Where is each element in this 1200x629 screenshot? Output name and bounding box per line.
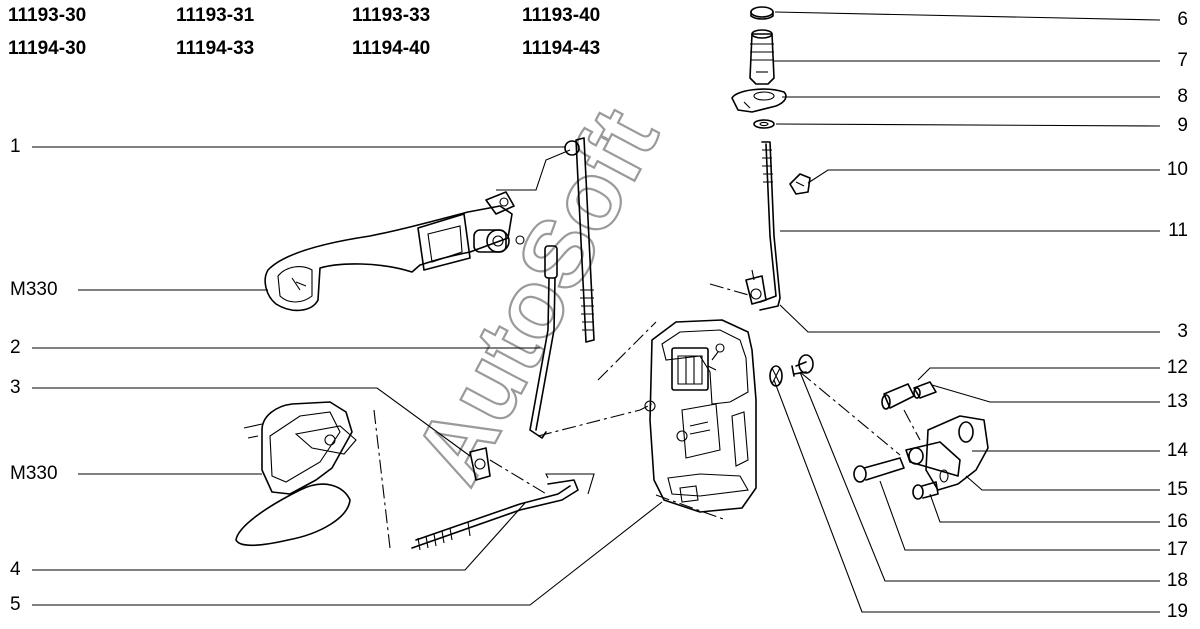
lock-knob — [749, 29, 775, 85]
callout-label: M330 — [10, 279, 58, 300]
inside-door-handle — [235, 401, 357, 547]
rod-clip-3 — [469, 447, 491, 481]
rod-clip-3-right — [745, 269, 767, 305]
leader-lines-left — [32, 146, 663, 606]
outside-door-handle — [264, 149, 571, 312]
knob-escutcheon — [731, 88, 787, 113]
callout-label: 3 — [1177, 321, 1188, 342]
model-code: 11193-33 — [352, 5, 431, 26]
screw-18 — [791, 354, 814, 377]
callout-label: 3 — [10, 377, 21, 398]
lock-body — [644, 319, 757, 513]
callout-label: 14 — [1166, 440, 1188, 461]
dashed-assembly-lines — [373, 283, 921, 549]
callout-label: 5 — [10, 594, 21, 615]
lock-knob-cap — [750, 6, 774, 20]
callout-label: M330 — [10, 463, 58, 484]
callout-label: 8 — [1177, 86, 1188, 107]
screw-16 — [912, 481, 939, 500]
callout-label: 17 — [1166, 539, 1188, 560]
leader-lines-right — [773, 11, 1161, 613]
watermark: AutoSoft — [394, 92, 679, 500]
callout-label: 12 — [1166, 357, 1188, 378]
model-code: 11193-40 — [522, 5, 601, 26]
callout-label: 10 — [1166, 159, 1188, 180]
model-code: 11194-30 — [8, 38, 87, 59]
model-code: 11193-30 — [8, 5, 87, 26]
model-code: 11194-40 — [352, 38, 431, 59]
bolt-17 — [853, 457, 905, 483]
callout-label: 6 — [1177, 9, 1188, 30]
callout-label: 4 — [10, 559, 21, 580]
rod-2 — [529, 245, 558, 439]
callout-label: 2 — [10, 337, 21, 358]
model-code: 11194-33 — [176, 38, 255, 59]
callout-label: 9 — [1177, 115, 1188, 136]
striker-plate — [905, 415, 989, 491]
star-washer — [769, 365, 783, 387]
callout-label: 1 — [10, 136, 21, 157]
model-code: 11193-31 — [176, 5, 255, 26]
callout-label: 16 — [1166, 511, 1188, 532]
callout-label: 13 — [1166, 391, 1188, 412]
washer — [753, 119, 775, 129]
callout-label: 18 — [1166, 570, 1188, 591]
bushing-13 — [913, 381, 937, 399]
rod-clip-10 — [789, 173, 811, 195]
callout-label: 11 — [1168, 220, 1188, 241]
callout-label: 15 — [1166, 479, 1188, 500]
bushing-12 — [881, 383, 915, 410]
rod-11 — [759, 141, 781, 311]
callout-label: 19 — [1166, 601, 1188, 622]
callout-label: 7 — [1177, 50, 1188, 71]
rod-1 — [564, 137, 595, 343]
rod-4 — [411, 473, 595, 551]
model-code: 11194-43 — [522, 38, 601, 59]
